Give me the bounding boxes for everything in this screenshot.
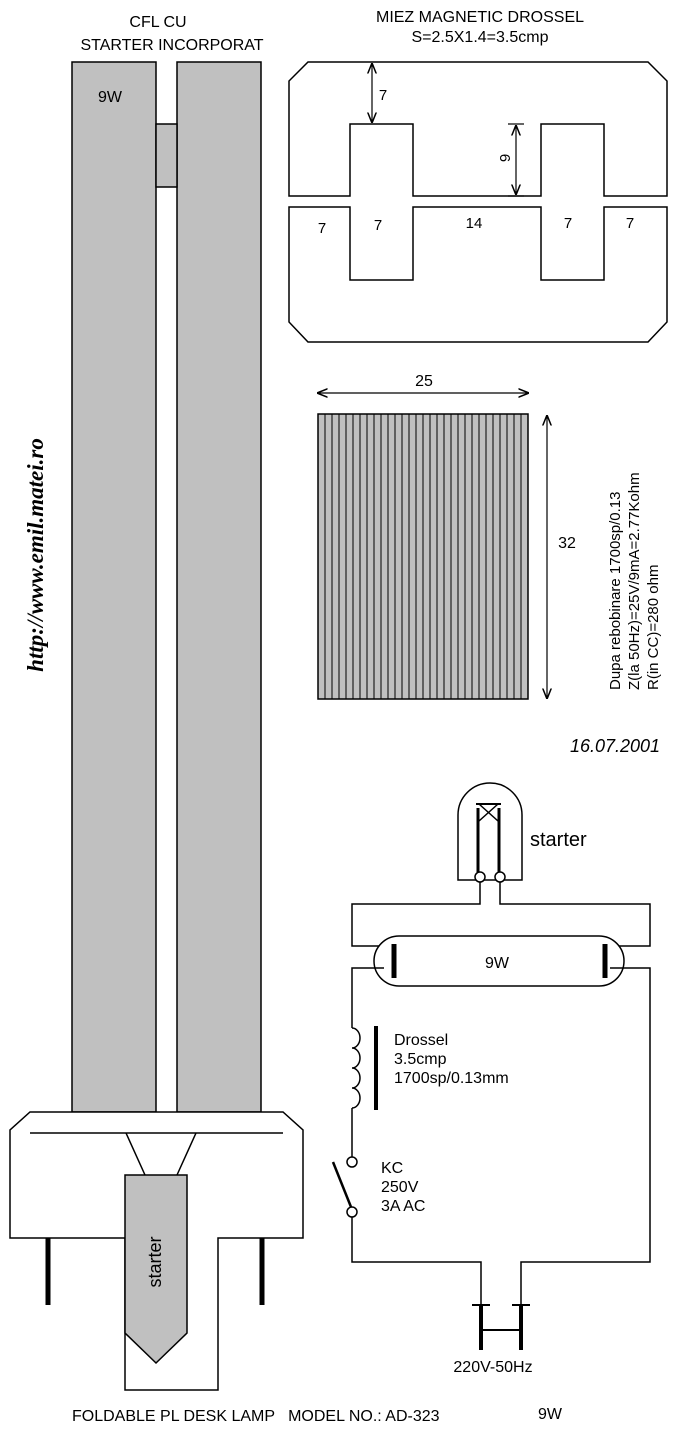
stack-lamination-lines bbox=[324, 414, 522, 699]
schematic-switch-bottom-contact bbox=[346, 1206, 358, 1218]
lamp-tube-right bbox=[176, 61, 262, 1113]
schematic-switch-lever bbox=[331, 1161, 353, 1208]
stack-width-label: 25 bbox=[415, 373, 433, 390]
schematic-wire-left-top bbox=[351, 967, 384, 1028]
core-e-piece bbox=[288, 61, 668, 197]
drossel-label-line1: Drossel bbox=[394, 1032, 448, 1049]
switch-label-line1: KC bbox=[381, 1160, 403, 1177]
mains-label: 220V-50Hz bbox=[453, 1359, 532, 1376]
switch-label-line3: 3A AC bbox=[381, 1198, 425, 1215]
spec-line1: Dupa rebobinare 1700sp/0.13 bbox=[607, 492, 624, 691]
lamp-tube-left bbox=[71, 61, 157, 1113]
drawing-date: 16.07.2001 bbox=[570, 736, 660, 756]
core-dim-left-outer: 7 bbox=[318, 220, 326, 237]
schematic bbox=[331, 782, 651, 1350]
core-dim-left-leg: 7 bbox=[374, 217, 382, 234]
spec-line2: Z(la 50Hz)=25V/9mA=2.77Kohm bbox=[626, 472, 643, 690]
core-dim-right-leg: 7 bbox=[564, 215, 572, 232]
footer-power: 9W bbox=[538, 1406, 563, 1423]
schematic-starter-pin-right bbox=[494, 871, 506, 883]
footer-model: FOLDABLE PL DESK LAMP MODEL NO.: AD-323 bbox=[72, 1408, 440, 1425]
lamination-stack: 25 32 Dupa rebobinare 1700sp/0.13 Z(la 5… bbox=[318, 373, 662, 700]
schematic-starter-cross-b bbox=[478, 803, 499, 822]
lamp-title-line1: CFL CU bbox=[129, 14, 186, 31]
schematic-starter-label: starter bbox=[530, 829, 587, 851]
core-formula: S=2.5X1.4=3.5cmp bbox=[412, 29, 549, 46]
core-dim-leg-height: 9 bbox=[497, 154, 514, 162]
schematic-wire-from-switch bbox=[351, 1217, 482, 1305]
schematic-tube bbox=[373, 935, 625, 987]
lamp-drawing: CFL CU STARTER INCORPORAT 9W starter htt… bbox=[9, 14, 304, 1391]
schematic-inductor-coil bbox=[351, 1027, 361, 1109]
lamp-base-wire-left bbox=[125, 1132, 146, 1176]
lamp-tube-bridge bbox=[155, 123, 178, 188]
website-url: http://www.emil.matei.ro bbox=[23, 438, 48, 672]
spec-line3: R(in CC)=280 ohm bbox=[645, 565, 662, 690]
schematic-wire-starter-right bbox=[499, 882, 651, 947]
core-title: MIEZ MAGNETIC DROSSEL bbox=[376, 9, 584, 26]
lamp-starter-body bbox=[124, 1174, 188, 1365]
schematic-wire-starter-left bbox=[351, 882, 481, 947]
schematic-switch-top-contact bbox=[346, 1156, 358, 1168]
lamp-base-wire-right bbox=[176, 1132, 197, 1176]
core-dim-center: 14 bbox=[466, 215, 483, 232]
schematic-starter-pin-left bbox=[474, 871, 486, 883]
drossel-label-line2: 3.5cmp bbox=[394, 1051, 447, 1068]
core-drawing: MIEZ MAGNETIC DROSSEL S=2.5X1.4=3.5cmp 7… bbox=[288, 9, 668, 343]
lamp-title-line2: STARTER INCORPORAT bbox=[80, 37, 263, 54]
stack-height-label: 32 bbox=[558, 535, 576, 552]
schematic-labels: starter 9W Drossel 3.5cmp 1700sp/0.13mm … bbox=[381, 829, 587, 1376]
schematic-starter-bulb bbox=[457, 782, 523, 881]
core-dim-right-outer: 7 bbox=[626, 215, 634, 232]
lamp-starter-label: starter bbox=[145, 1236, 165, 1287]
switch-label-line2: 250V bbox=[381, 1179, 419, 1196]
drossel-label-line3: 1700sp/0.13mm bbox=[394, 1070, 509, 1087]
schematic-wire-right bbox=[520, 967, 651, 1305]
core-dim-top-gap: 7 bbox=[379, 87, 387, 104]
lamp-power-label: 9W bbox=[98, 89, 123, 106]
core-bottom-piece bbox=[288, 206, 668, 343]
schematic-tube-label: 9W bbox=[485, 955, 510, 972]
